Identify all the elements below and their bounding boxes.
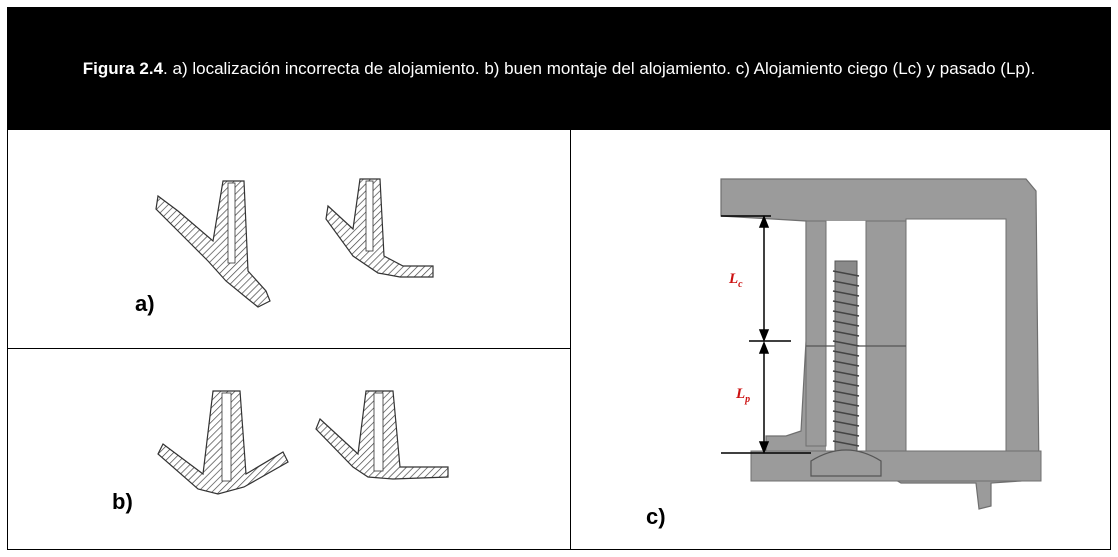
panel-c: Lc Lp c) <box>571 131 1110 550</box>
caption-cell: Figura 2.4. a) localización incorrecta d… <box>8 8 1110 130</box>
boss-wall-right <box>865 220 907 452</box>
screw <box>810 260 882 477</box>
figure-caption: Figura 2.4. a) localización incorrecta d… <box>83 54 1036 84</box>
panel-c-label: c) <box>646 504 666 529</box>
dimension-lines <box>721 214 811 455</box>
dimension-label-through: Lp <box>736 386 751 405</box>
boss-section-v-right <box>315 390 449 480</box>
panel-b-label: b) <box>112 489 133 514</box>
incorrect-boss-drawing <box>155 178 434 308</box>
panel-a: a) <box>8 131 570 348</box>
figure-number: Figura 2.4 <box>82 59 164 78</box>
base-plate <box>750 450 1042 482</box>
boss-section-v-left <box>157 390 289 495</box>
figure-table: Figura 2.4. a) localización incorrecta d… <box>7 7 1111 550</box>
row-divider <box>8 348 570 349</box>
dimension-label-blind: Lc <box>729 271 743 290</box>
column-divider <box>570 130 571 550</box>
panel-a-label: a) <box>135 291 155 316</box>
correct-boss-drawing <box>157 390 449 495</box>
inner-cavity <box>905 218 1007 452</box>
boss-wall-left <box>805 220 827 447</box>
panel-b: b) <box>8 349 570 550</box>
caption-description: . a) localización incorrecta de alojamie… <box>163 59 1036 78</box>
boss-section-right <box>325 178 434 278</box>
boss-with-screw-drawing <box>720 178 1042 510</box>
boss-section-left <box>155 180 271 308</box>
